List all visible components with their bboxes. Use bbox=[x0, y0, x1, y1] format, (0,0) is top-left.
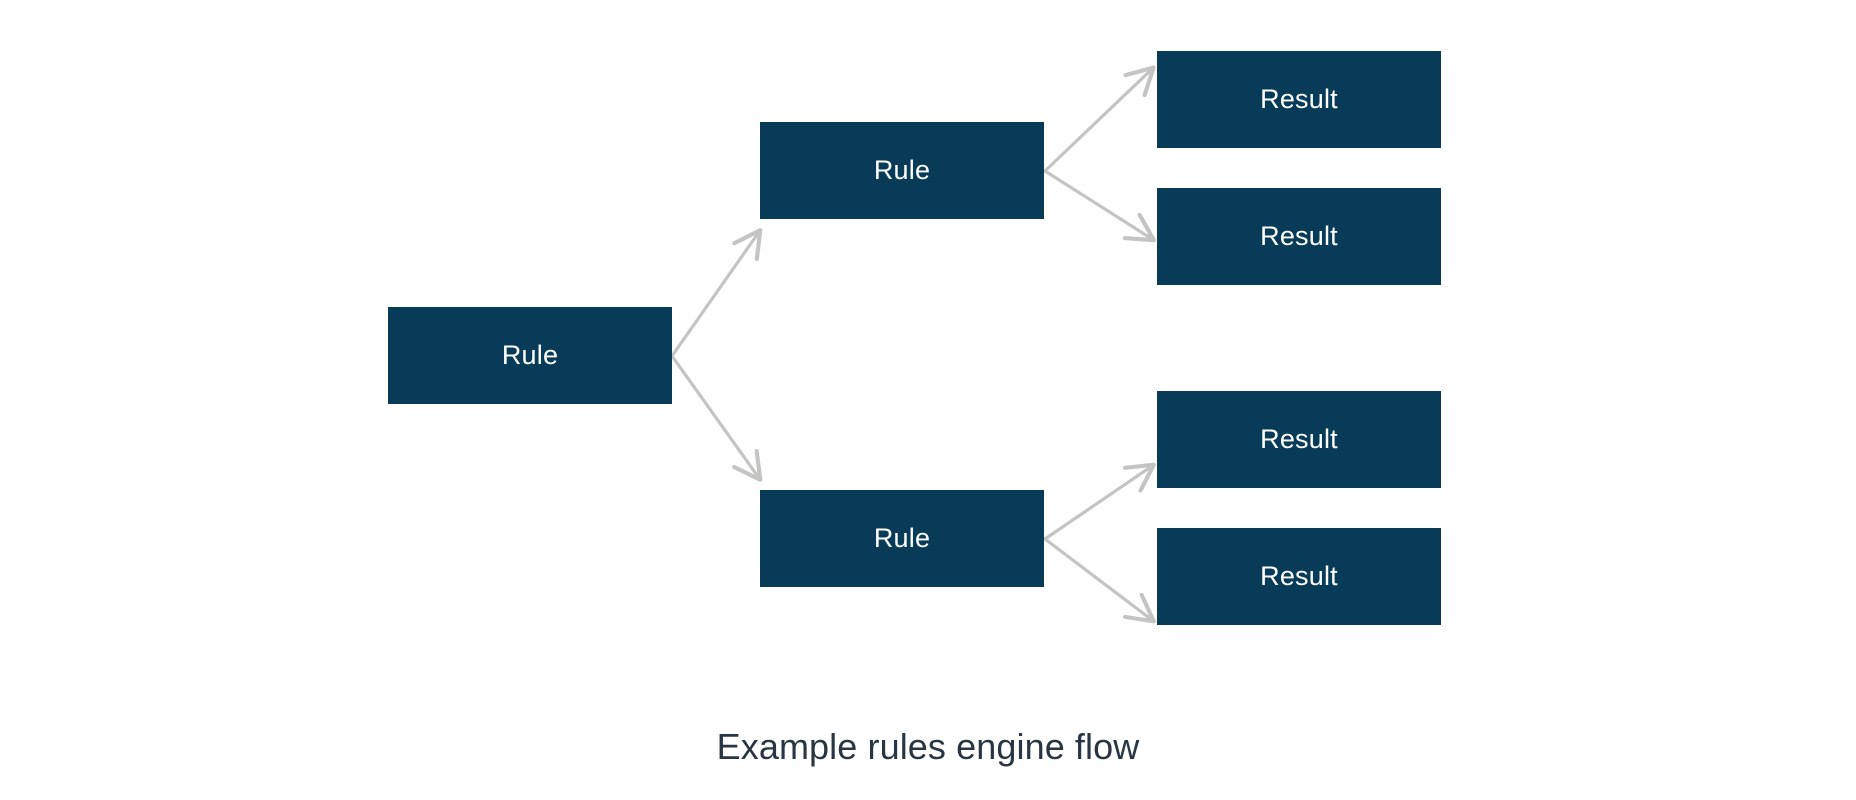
node-rule-root[interactable]: Rule bbox=[388, 307, 672, 404]
edge-rule-top-to-result-1 bbox=[1043, 65, 1156, 173]
edge-rule-bottom-to-result-3 bbox=[1043, 462, 1156, 541]
node-result-3[interactable]: Result bbox=[1157, 391, 1441, 488]
edge-root-to-rule-top bbox=[670, 228, 763, 358]
node-label: Result bbox=[1260, 221, 1338, 251]
node-result-4[interactable]: Result bbox=[1157, 528, 1441, 625]
node-label: Result bbox=[1260, 84, 1338, 114]
edge-rule-bottom-to-result-4 bbox=[1043, 537, 1156, 624]
node-label: Rule bbox=[501, 340, 559, 370]
edge-root-to-rule-bottom bbox=[670, 354, 763, 482]
node-result-2[interactable]: Result bbox=[1157, 188, 1441, 285]
node-label: Result bbox=[1260, 424, 1338, 454]
node-label: Rule bbox=[873, 155, 931, 185]
edge-rule-top-to-result-2 bbox=[1043, 169, 1156, 243]
node-label: Result bbox=[1260, 561, 1338, 591]
node-label: Rule bbox=[873, 523, 931, 553]
node-rule-top[interactable]: Rule bbox=[760, 122, 1044, 219]
diagram-caption: Example rules engine flow bbox=[716, 726, 1140, 767]
node-result-1[interactable]: Result bbox=[1157, 51, 1441, 148]
node-rule-bottom[interactable]: Rule bbox=[760, 490, 1044, 587]
